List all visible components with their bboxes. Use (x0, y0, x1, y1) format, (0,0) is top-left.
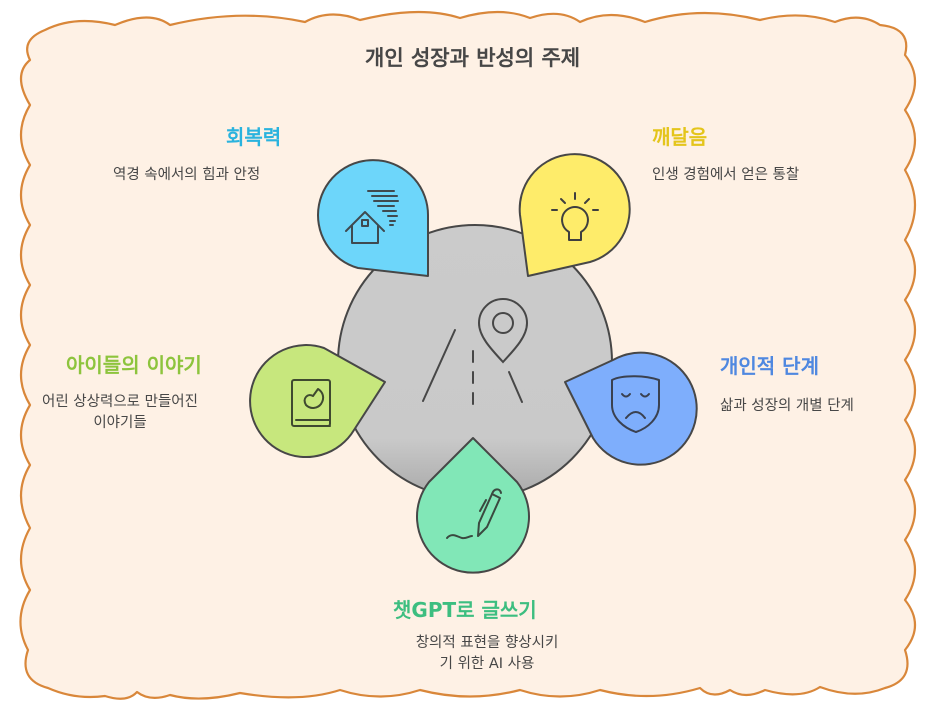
storybook-icon (291, 379, 331, 427)
pin-insight[interactable] (518, 153, 631, 277)
heading-insight: 깨달음 (652, 125, 708, 149)
page-title: 개인 성장과 반성의 주제 (365, 46, 581, 70)
road-with-location-pin-icon (422, 298, 529, 405)
description-line-1: 어린 상상력으로 만들어진 (42, 394, 198, 410)
pin-personal-stages[interactable] (564, 351, 698, 466)
heading-childrens-stories: 아이들의 이야기 (66, 353, 202, 377)
description-line-2: 기 위한 AI 사용 (439, 656, 535, 672)
description-insight: 인생 경험에서 얻은 통찰 (652, 167, 800, 183)
sad-mask-icon (611, 375, 660, 433)
lightbulb-icon (551, 192, 599, 241)
pen-writing-icon (446, 488, 502, 540)
pin-childrens-stories[interactable] (249, 344, 386, 459)
pin-resilience[interactable] (317, 159, 430, 277)
description-chatgpt-writing: 창의적 표현을 향상시키 기 위한 AI 사용 (380, 633, 594, 675)
description-childrens-stories: 어린 상상력으로 만들어진 이야기들 (22, 392, 218, 434)
house-in-storm-icon (345, 190, 399, 244)
description-line-1: 창의적 표현을 향상시키 (415, 635, 559, 651)
heading-personal-stages: 개인적 단계 (720, 354, 819, 378)
heading-resilience: 회복력 (226, 125, 282, 149)
description-resilience: 역경 속에서의 힘과 안정 (113, 167, 261, 183)
pin-chatgpt-writing[interactable] (416, 437, 530, 574)
description-line-2: 이야기들 (93, 415, 147, 431)
heading-chatgpt-writing: 챗GPT로 글쓰기 (393, 598, 537, 622)
description-personal-stages: 삶과 성장의 개별 단계 (720, 398, 854, 414)
